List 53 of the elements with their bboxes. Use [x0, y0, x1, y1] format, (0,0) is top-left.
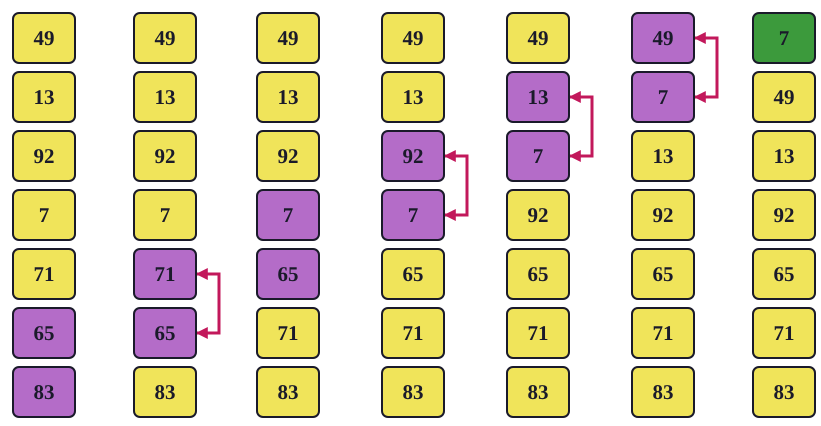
value-box: 49: [631, 12, 695, 64]
swap-arrow: [568, 91, 594, 162]
value-box: 7: [631, 71, 695, 123]
value-box: 49: [12, 12, 76, 64]
swap-arrow: [694, 32, 718, 103]
value-box: 92: [12, 130, 76, 182]
value-box: 92: [506, 189, 570, 241]
value-box: 71: [256, 307, 320, 359]
value-box: 49: [506, 12, 570, 64]
value-box: 92: [133, 130, 197, 182]
value-box: 83: [133, 366, 197, 418]
value-box: 92: [631, 189, 695, 241]
value-box: 65: [256, 248, 320, 300]
value-box: 65: [381, 248, 445, 300]
value-box: 7: [133, 189, 197, 241]
value-box: 7: [752, 12, 816, 64]
value-box: 71: [506, 307, 570, 359]
value-box: 13: [133, 71, 197, 123]
value-box: 7: [506, 130, 570, 182]
value-box: 83: [506, 366, 570, 418]
swap-arrow: [196, 268, 220, 339]
value-box: 83: [12, 366, 76, 418]
value-box: 13: [506, 71, 570, 123]
value-box: 65: [752, 248, 816, 300]
value-box: 49: [381, 12, 445, 64]
value-box: 71: [631, 307, 695, 359]
value-box: 13: [12, 71, 76, 123]
value-box: 83: [752, 366, 816, 418]
value-box: 7: [381, 189, 445, 241]
value-box: 65: [133, 307, 197, 359]
value-box: 7: [256, 189, 320, 241]
value-box: 65: [631, 248, 695, 300]
value-box: 13: [256, 71, 320, 123]
value-box: 71: [133, 248, 197, 300]
swap-arrow: [444, 150, 468, 221]
value-box: 7: [12, 189, 76, 241]
value-box: 83: [381, 366, 445, 418]
value-box: 65: [12, 307, 76, 359]
value-box: 92: [256, 130, 320, 182]
value-box: 49: [752, 71, 816, 123]
value-box: 49: [256, 12, 320, 64]
value-box: 83: [256, 366, 320, 418]
value-box: 13: [631, 130, 695, 182]
value-box: 13: [752, 130, 816, 182]
value-box: 71: [752, 307, 816, 359]
value-box: 13: [381, 71, 445, 123]
value-box: 65: [506, 248, 570, 300]
value-box: 92: [752, 189, 816, 241]
value-box: 49: [133, 12, 197, 64]
value-box: 71: [381, 307, 445, 359]
value-box: 71: [12, 248, 76, 300]
value-box: 92: [381, 130, 445, 182]
value-box: 83: [631, 366, 695, 418]
